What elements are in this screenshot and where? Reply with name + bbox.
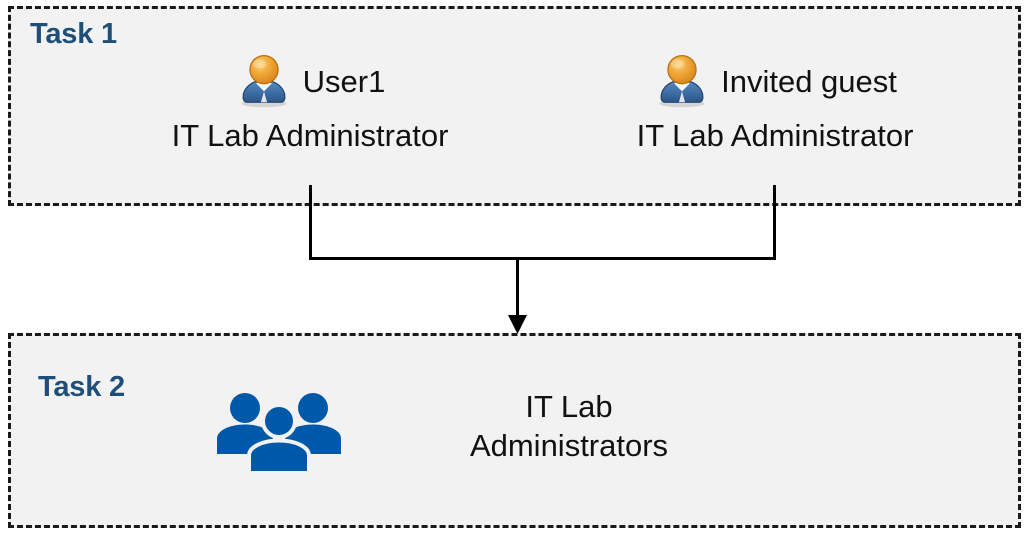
- person-user1: User1 IT Lab Administrator: [130, 52, 490, 151]
- person-user1-row: User1: [130, 52, 490, 110]
- person-invited-guest: Invited guest IT Lab Administrator: [585, 52, 965, 151]
- person-user1-role: IT Lab Administrator: [171, 118, 449, 153]
- user-avatar-icon: [235, 52, 293, 110]
- task-1-container: [8, 6, 1021, 206]
- person-user1-name: User1: [302, 63, 386, 99]
- task-1-label: Task 1: [30, 18, 117, 50]
- task-2-container: [8, 333, 1021, 528]
- person-invited-guest-name: Invited guest: [721, 63, 897, 99]
- user-avatar-icon: [653, 52, 711, 110]
- person-invited-guest-role: IT Lab Administrator: [636, 118, 914, 153]
- task-2-label: Task 2: [38, 371, 125, 403]
- group-name-label: IT Lab Administrators: [404, 388, 734, 466]
- user-group-icon: [214, 388, 344, 476]
- group-name-line-2: Administrators: [469, 427, 669, 463]
- group-name-line-1: IT Lab: [525, 389, 613, 424]
- person-invited-guest-row: Invited guest: [585, 52, 965, 110]
